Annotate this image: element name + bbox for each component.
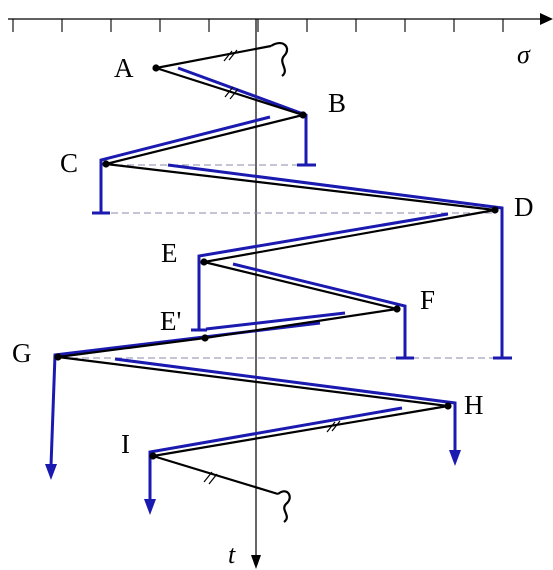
envelope-arrow-i [144,499,156,515]
label-b: B [328,88,346,118]
sigma-axis-ticks [12,19,504,32]
point-a [152,64,160,72]
hatch-mark-2 [224,86,239,100]
t-axis-label: t [228,540,236,569]
label-g: G [12,338,32,368]
points [54,64,499,460]
point-g [54,353,62,361]
label-d: D [514,192,534,222]
label-c: C [60,148,78,178]
envelope-f-e-prime [205,311,346,331]
envelope-c-d [167,163,504,358]
label-f: F [420,285,435,315]
point-i [149,452,157,460]
label-h: H [464,390,484,420]
label-i: I [121,429,130,459]
envelope-arrow-h [449,450,461,466]
point-d [491,206,499,214]
hatch-mark-4 [203,471,218,485]
break-symbol-bottom [277,490,291,523]
point-h [444,402,452,410]
label-e-prime: E' [160,306,181,336]
hatch-mark-3 [326,420,341,433]
break-symbol-top [270,41,289,77]
envelope-paths [45,66,512,515]
envelope-a-b [177,66,308,165]
envelope-b-c [99,115,271,213]
load-history [57,41,496,523]
point-labels: A B C D E F E' G H I [12,53,534,459]
envelope-e-f [232,262,407,358]
label-e: E [161,238,178,268]
t-axis: t [228,19,261,569]
point-e-prime [201,334,209,342]
point-f [393,305,401,313]
envelope-h-i [148,406,403,500]
hatch-mark-1 [223,49,238,62]
sigma-axis: σ [8,13,553,69]
sigma-axis-label: σ [517,40,531,69]
point-b [299,111,307,119]
envelope-g-h [114,357,457,451]
point-c [102,160,110,168]
envelope-arrow-g [45,464,57,480]
t-axis-arrow [251,555,261,569]
reference-lines [60,164,500,359]
point-e [200,258,208,266]
load-path [57,44,496,496]
sigma-axis-arrow [540,13,553,25]
envelope-d-e [197,212,449,330]
label-a: A [114,53,134,83]
